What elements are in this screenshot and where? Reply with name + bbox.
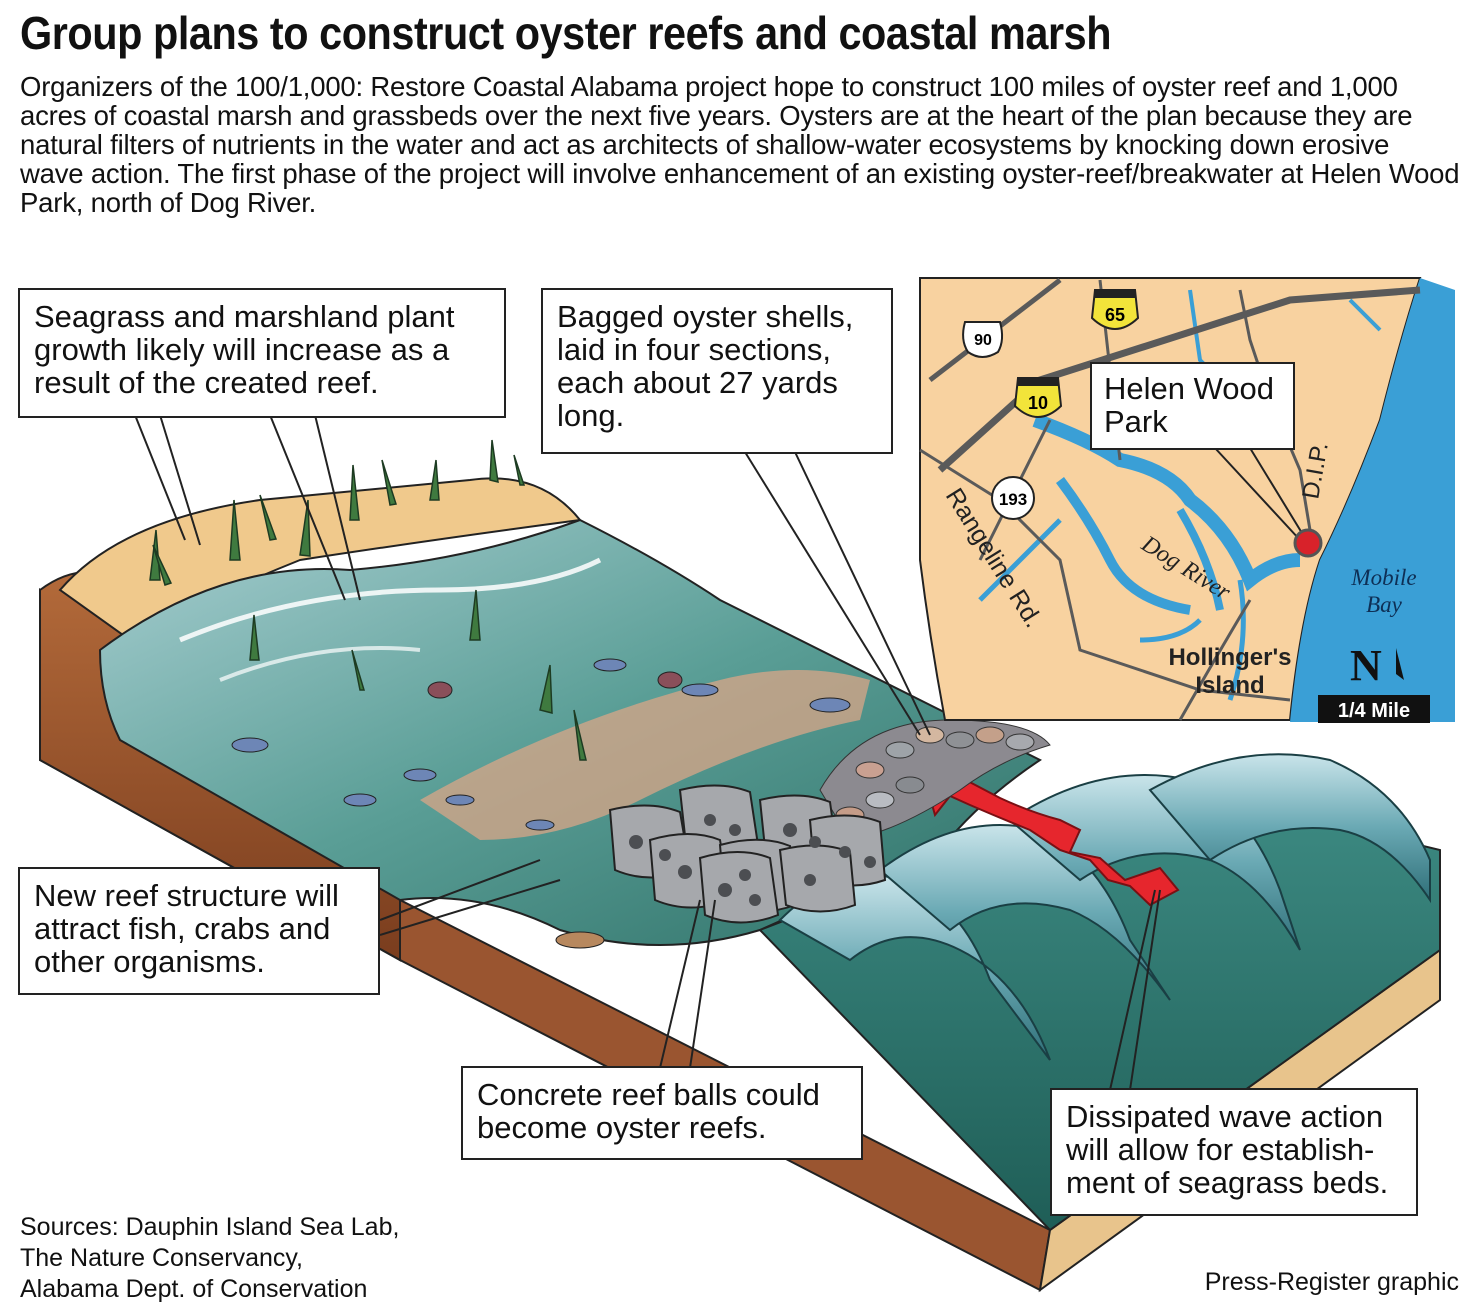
mobile-bay-label-1: Mobile <box>1350 565 1416 590</box>
map-mobile-bay <box>1290 278 1455 722</box>
hollingers-island-label-1: Hollinger's <box>1168 644 1291 671</box>
source-line: The Nature Conservancy, <box>20 1244 303 1272</box>
hollingers-island-label-2: Island <box>1195 672 1264 699</box>
callout-pointer-lines <box>134 414 1161 1091</box>
map-scale-bar: 1/4 Mile <box>1318 695 1430 723</box>
park-pointer-line <box>1214 447 1306 541</box>
callout-helen-wood-park: Helen Wood Park <box>1090 362 1295 450</box>
park-location-marker <box>1293 528 1323 558</box>
crabs <box>427 671 683 699</box>
interstate-65-label: 65 <box>1105 305 1125 325</box>
sources: Sources: Dauphin Island Sea Lab, The Nat… <box>20 1212 399 1305</box>
source-line: Alabama Dept. of Conservation <box>20 1275 368 1303</box>
interstate-10-shield: 10 <box>1013 377 1063 418</box>
callout-concrete-reef-balls: Concrete reef balls could become oyster … <box>461 1066 863 1160</box>
callout-new-reef-structure: New reef structure will attract fish, cr… <box>18 867 380 995</box>
seagrass-plants <box>149 439 587 761</box>
intro-paragraph: Organizers of the 100/1,000: Restore Coa… <box>20 71 1460 218</box>
scale-label: 1/4 Mile <box>1338 700 1410 722</box>
state-193-label: 193 <box>999 490 1027 509</box>
mobile-bay-label-2: Bay <box>1366 592 1403 617</box>
reef-ball-holes <box>629 814 876 906</box>
bagged-oyster-shells <box>819 719 1051 841</box>
shoreline-band <box>179 557 602 643</box>
graphic-credit: Press-Register graphic <box>1204 1268 1459 1296</box>
callout-bagged-oyster-shells: Bagged oyster shells, laid in four secti… <box>541 288 893 454</box>
callout-seagrass: Seagrass and marshland plant growth like… <box>18 288 506 418</box>
headline: Group plans to construct oyster reefs an… <box>20 7 1112 59</box>
state-193-shield: 193 <box>991 476 1035 520</box>
interstate-65-shield: 65 <box>1090 289 1140 330</box>
north-letter: N <box>1350 641 1382 690</box>
us-90-shield: 90 <box>962 321 1004 358</box>
interstate-10-label: 10 <box>1028 393 1048 413</box>
callout-dissipated-wave-action: Dissipated wave action will allow for es… <box>1050 1088 1418 1216</box>
source-line: Sources: Dauphin Island Sea Lab, <box>20 1213 400 1241</box>
north-arrow: N <box>1350 641 1404 690</box>
sandy-bottom-path <box>420 670 870 840</box>
us-90-label: 90 <box>974 332 992 349</box>
wave-energy-arrow <box>918 758 1180 907</box>
